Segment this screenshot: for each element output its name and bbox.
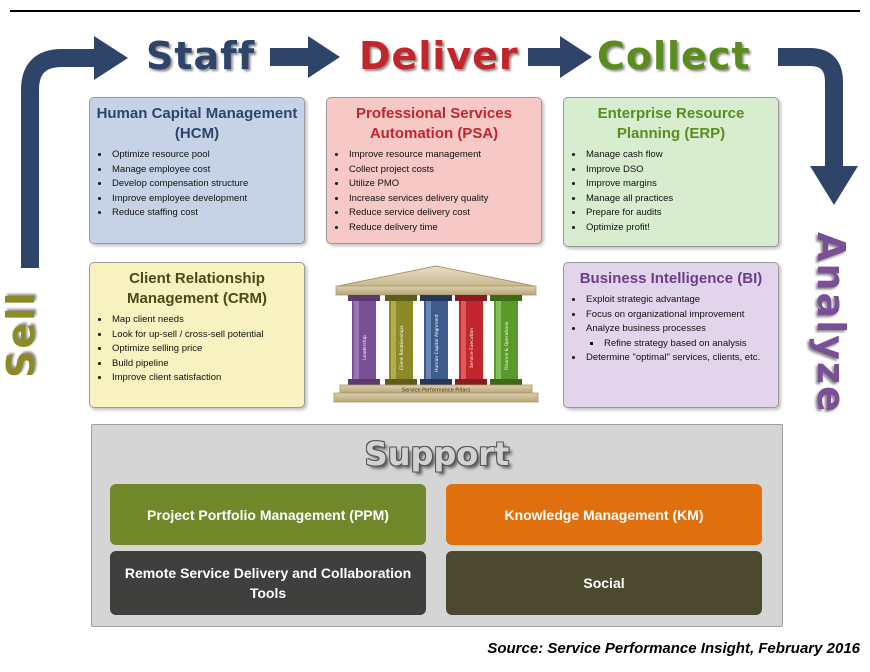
list-item: Optimize profit! <box>584 221 778 236</box>
social-box: Social <box>446 551 762 615</box>
deliver-collect-arrowhead <box>560 36 592 78</box>
bi-list: Exploit strategic advantage Focus on org… <box>564 293 778 366</box>
list-item: Optimize resource pool <box>110 148 304 163</box>
pillar-2-label: Client Relationships <box>399 325 405 370</box>
temple-roof <box>337 265 535 287</box>
bi-box: Business Intelligence (BI) Exploit strat… <box>563 262 779 408</box>
temple-lintel <box>335 285 537 296</box>
list-item-text: Analyze business processes <box>586 323 706 335</box>
hcm-title: Human Capital Management (HCM) <box>96 105 298 142</box>
erp-list: Manage cash flow Improve DSO Improve mar… <box>564 148 778 236</box>
support-title: Support <box>364 435 510 473</box>
source-caption: Source: Service Performance Insight, Feb… <box>487 640 860 657</box>
pillar-5-label: Finance & Operations <box>504 321 510 370</box>
sub-list-item: Refine strategy based on analysis <box>602 337 778 352</box>
list-item: Reduce service delivery cost <box>347 206 541 221</box>
list-item: Utilize PMO <box>347 177 541 192</box>
bi-title: Business Intelligence (BI) <box>579 270 763 287</box>
list-item: Improve employee development <box>110 192 304 207</box>
analyze-arrowhead <box>810 166 858 205</box>
sell-flow-arrow <box>21 49 96 268</box>
pillar-4-label: Service Execution <box>469 328 475 368</box>
km-box: Knowledge Management (KM) <box>446 484 762 545</box>
list-item: Collect project costs <box>347 163 541 178</box>
erp-box: Enterprise Resource Planning (ERP) Manag… <box>563 97 779 247</box>
list-item: Build pipeline <box>110 357 304 372</box>
remote-delivery-box: Remote Service Delivery and Collaboratio… <box>110 551 426 615</box>
list-item: Look for up-sell / cross-sell potential <box>110 328 304 343</box>
hcm-box: Human Capital Management (HCM) Optimize … <box>89 97 305 244</box>
list-item: Improve margins <box>584 177 778 192</box>
crm-title: Client Relationship Management (CRM) <box>126 270 267 307</box>
list-item: Increase services delivery quality <box>347 192 541 207</box>
pillar-3 <box>420 295 452 385</box>
bi-sublist: Refine strategy based on analysis <box>586 337 778 352</box>
list-item: Reduce delivery time <box>347 221 541 236</box>
list-item: Optimize selling price <box>110 342 304 357</box>
list-item: Analyze business processes Refine strate… <box>584 322 778 351</box>
list-item: Manage all practices <box>584 192 778 207</box>
pillar-1-label: Leadership <box>362 335 368 360</box>
analyze-flow-arrow <box>778 48 843 168</box>
temple-base-label: Service Performance Pillars <box>402 388 471 394</box>
pillar-4 <box>455 295 487 385</box>
list-item: Focus on organizational improvement <box>584 308 778 323</box>
pillar-1 <box>348 295 380 385</box>
psa-list: Improve resource management Collect proj… <box>327 148 541 236</box>
temple-step-2 <box>333 392 539 403</box>
list-item: Manage employee cost <box>110 163 304 178</box>
list-item: Reduce staffing cost <box>110 206 304 221</box>
list-item: Exploit strategic advantage <box>584 293 778 308</box>
hcm-list: Optimize resource pool Manage employee c… <box>90 148 304 221</box>
deliver-collect-arrow-shaft <box>528 48 562 66</box>
psa-title: Professional Services Automation (PSA) <box>356 105 512 142</box>
pillar-2 <box>385 295 417 385</box>
stage-sell: Sell <box>0 290 43 378</box>
service-performance-pillars: Leadership Client Relationships Human Ca… <box>333 265 539 403</box>
staff-deliver-arrowhead <box>308 36 340 78</box>
list-item: Improve DSO <box>584 163 778 178</box>
crm-list: Map client needs Look for up-sell / cros… <box>90 313 304 386</box>
stage-deliver: Deliver <box>359 34 519 78</box>
stage-collect: Collect <box>597 34 751 78</box>
pillar-3-label: Human Capital Alignment <box>434 314 440 372</box>
support-panel: Support Project Portfolio Management (PP… <box>91 424 783 627</box>
ppm-box: Project Portfolio Management (PPM) <box>110 484 426 545</box>
staff-deliver-arrow-shaft <box>270 48 310 66</box>
list-item: Manage cash flow <box>584 148 778 163</box>
top-rule <box>10 10 860 12</box>
crm-box: Client Relationship Management (CRM) Map… <box>89 262 305 408</box>
stage-staff: Staff <box>146 34 256 78</box>
list-item: Prepare for audits <box>584 206 778 221</box>
stage-analyze: Analyze <box>809 232 853 414</box>
list-item: Improve resource management <box>347 148 541 163</box>
list-item: Develop compensation structure <box>110 177 304 192</box>
psa-box: Professional Services Automation (PSA) I… <box>326 97 542 244</box>
sell-arrowhead <box>94 36 128 80</box>
list-item: Determine "optimal" services, clients, e… <box>584 351 778 366</box>
list-item: Improve client satisfaction <box>110 371 304 386</box>
pillar-5 <box>490 295 522 385</box>
list-item: Map client needs <box>110 313 304 328</box>
erp-title: Enterprise Resource Planning (ERP) <box>597 105 745 142</box>
